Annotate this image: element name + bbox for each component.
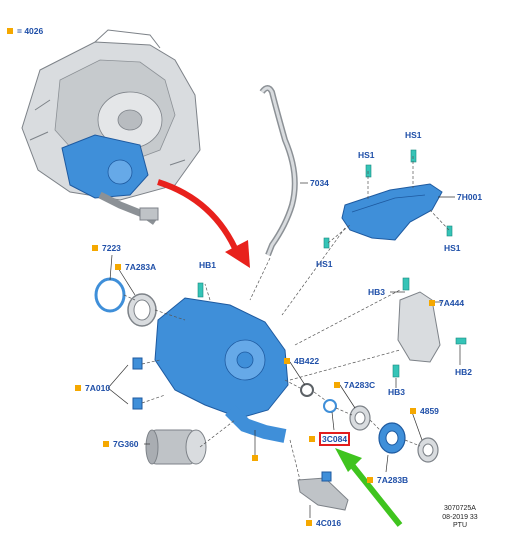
hs1-bolts	[323, 149, 453, 249]
dipstick-tube-7034	[259, 85, 298, 257]
callout-hb2[interactable]: HB2	[455, 367, 473, 377]
green-arrow	[335, 448, 403, 527]
output-shaft-4C016	[297, 471, 349, 511]
legend-marker	[7, 28, 13, 34]
callout-hs1-top-right[interactable]: HS1	[405, 130, 422, 140]
red-arrow	[157, 179, 250, 268]
seal-7A283A	[127, 293, 157, 327]
stamp-code: PTU	[453, 522, 467, 529]
callout-hs1-top-left[interactable]: HS1	[358, 150, 375, 160]
seal-7A283B	[378, 422, 406, 454]
callout-7A283A[interactable]: 7A283A	[115, 262, 156, 272]
orange-marker	[252, 455, 258, 461]
plugs-7A010	[132, 357, 143, 410]
actuator-7G360	[145, 429, 207, 465]
seal-7A283C	[349, 405, 371, 431]
callout-7A010[interactable]: 7A010	[75, 383, 110, 393]
callout-hb3-upper[interactable]: HB3	[368, 287, 386, 297]
callout-4B422[interactable]: 4B422	[284, 356, 319, 366]
callout-leaders	[107, 182, 461, 518]
callout-hb1[interactable]: HB1	[199, 260, 217, 270]
callout-7034[interactable]: 7034	[310, 178, 329, 188]
stamp-id: 3070725A	[444, 505, 476, 512]
callout-3C084[interactable]: 3C084	[309, 432, 351, 446]
callout-4859[interactable]: 4859	[410, 406, 439, 416]
clip-4B422	[300, 383, 314, 397]
callout-4C016[interactable]: 4C016	[306, 518, 341, 528]
ptu-installed	[61, 134, 159, 225]
callout-7A283C[interactable]: 7A283C	[334, 380, 375, 390]
seal-7223	[94, 277, 126, 313]
seal-4859	[417, 437, 439, 463]
heat-shield-7H001	[341, 183, 443, 241]
figure-stamp: 3070725A 08-2019 33 PTU	[430, 505, 490, 531]
callout-7A444[interactable]: 7A444	[429, 298, 464, 308]
stamp-date: 08-2019 33	[442, 513, 478, 521]
bracket-7A444	[392, 277, 467, 378]
callout-7H001[interactable]: 7H001	[457, 192, 483, 202]
callout-hs1-bottom-left[interactable]: HS1	[316, 259, 333, 269]
leader-lines	[123, 156, 450, 481]
legend: = 4026	[7, 26, 43, 36]
ptu-main-body	[154, 282, 289, 443]
callout-7223[interactable]: 7223	[92, 243, 121, 253]
snap-ring-3C084	[323, 399, 337, 413]
callout-hs1-bottom-right[interactable]: HS1	[444, 243, 461, 253]
legend-text: = 4026	[17, 26, 44, 36]
callout-hb3-lower[interactable]: HB3	[388, 387, 406, 397]
callout-7A283B[interactable]: 7A283B	[367, 475, 408, 485]
callout-7G360[interactable]: 7G360	[103, 439, 139, 449]
